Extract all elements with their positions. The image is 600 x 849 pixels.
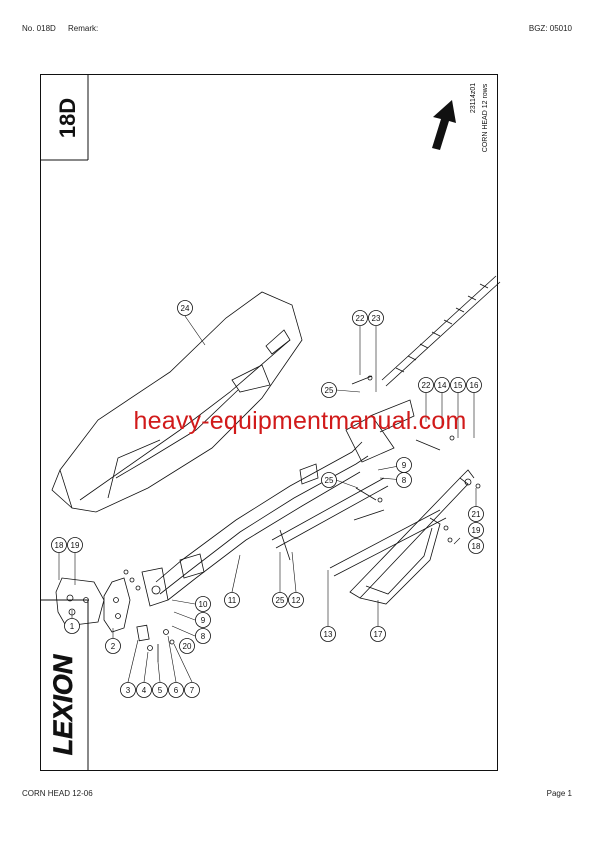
svg-text:25: 25	[325, 476, 334, 485]
svg-text:18: 18	[55, 541, 64, 550]
orientation-arrow-icon	[432, 100, 456, 150]
sheet-number: No. 018D	[22, 24, 56, 33]
svg-text:9: 9	[201, 616, 206, 625]
svg-text:11: 11	[228, 596, 237, 605]
callout-8-mid: 8	[396, 472, 412, 488]
leader-lines	[58, 315, 477, 683]
svg-text:22: 22	[356, 314, 365, 323]
callout-8-left: 8	[195, 628, 211, 644]
svg-text:2: 2	[111, 642, 116, 651]
callout-12: 12	[288, 592, 304, 608]
svg-text:13: 13	[324, 630, 333, 639]
svg-text:14: 14	[438, 381, 447, 390]
callout-1: 1	[64, 618, 80, 634]
svg-text:7: 7	[190, 686, 195, 695]
svg-text:25: 25	[276, 596, 285, 605]
callout-24: 24	[177, 300, 193, 316]
callout-22-right: 22	[418, 377, 434, 393]
callout-9-left: 9	[195, 612, 211, 628]
svg-text:LEXION: LEXION	[48, 654, 78, 755]
svg-text:8: 8	[402, 476, 407, 485]
svg-text:5: 5	[158, 686, 163, 695]
svg-text:23: 23	[372, 314, 381, 323]
callout-21: 21	[468, 506, 484, 522]
callout-23: 23	[368, 310, 384, 326]
callout-14: 14	[434, 377, 450, 393]
svg-text:6: 6	[174, 686, 179, 695]
assembly-lineart	[51, 275, 501, 662]
callout-3: 3	[120, 682, 136, 698]
lexion-logo: LEXION	[48, 654, 79, 756]
callout-5: 5	[152, 682, 168, 698]
callout-18-right: 18	[468, 538, 484, 554]
svg-text:4: 4	[142, 686, 147, 695]
svg-text:3: 3	[126, 686, 131, 695]
callout-25-bottom: 25	[272, 592, 288, 608]
footer-title: CORN HEAD 12-06	[22, 789, 93, 798]
watermark: heavy-equipmentmanual.com	[133, 407, 467, 435]
drawing-frame	[40, 74, 498, 771]
svg-text:15: 15	[454, 381, 463, 390]
svg-text:21: 21	[472, 510, 481, 519]
svg-text:24: 24	[181, 304, 190, 313]
drawing-number: 23114z01	[470, 83, 477, 113]
callout-2: 2	[105, 638, 121, 654]
header-left: No. 018D Remark:	[22, 24, 98, 33]
callout-22-top: 22	[352, 310, 368, 326]
svg-text:18: 18	[472, 542, 481, 551]
svg-text:19: 19	[472, 526, 481, 535]
svg-text:1: 1	[70, 622, 75, 631]
svg-text:20: 20	[183, 642, 192, 651]
page-number: Page 1	[546, 789, 572, 798]
callout-25-mid: 25	[321, 472, 337, 488]
svg-text:8: 8	[201, 632, 206, 641]
callout-10: 10	[195, 596, 211, 612]
callout-7: 7	[184, 682, 200, 698]
callout-balloons: 24 22 23 25 22 14 15 16 9 8 25 21 19 18 …	[51, 300, 484, 698]
callout-18-left: 18	[51, 537, 67, 553]
callout-9-mid: 9	[396, 457, 412, 473]
svg-text:17: 17	[374, 630, 383, 639]
svg-text:10: 10	[199, 600, 208, 609]
callout-20: 20	[179, 638, 195, 654]
bgz-code: BGZ: 05010	[528, 24, 572, 33]
svg-text:25: 25	[325, 386, 334, 395]
callout-19-left: 19	[67, 537, 83, 553]
svg-text:22: 22	[422, 381, 431, 390]
callout-16: 16	[466, 377, 482, 393]
svg-text:12: 12	[292, 596, 301, 605]
callout-6: 6	[168, 682, 184, 698]
callout-11: 11	[224, 592, 240, 608]
callout-17: 17	[370, 626, 386, 642]
remark-label: Remark:	[68, 24, 99, 33]
svg-text:16: 16	[470, 381, 479, 390]
callout-15: 15	[450, 377, 466, 393]
svg-text:9: 9	[402, 461, 407, 470]
callout-19-right: 19	[468, 522, 484, 538]
plate-code: 18D	[55, 98, 80, 138]
drawing-caption: CORN HEAD 12 rows	[482, 83, 489, 152]
callout-4: 4	[136, 682, 152, 698]
callout-13: 13	[320, 626, 336, 642]
svg-text:19: 19	[71, 541, 80, 550]
callout-25-top: 25	[321, 382, 337, 398]
